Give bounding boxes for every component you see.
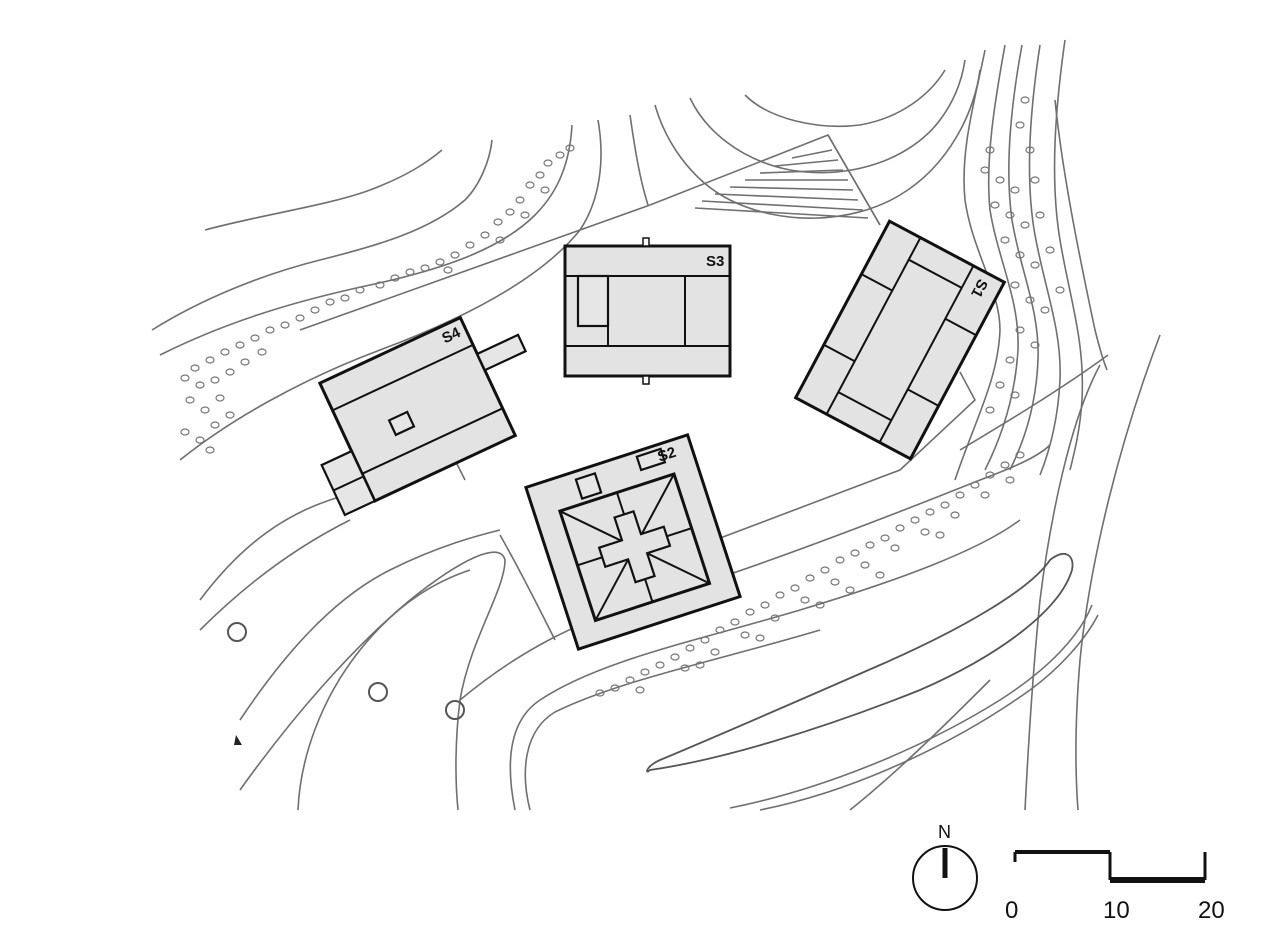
building-s1: S1: [793, 219, 1007, 461]
scale-tick-10: 10: [1103, 897, 1130, 924]
north-arrow: N: [912, 822, 978, 911]
building-label: S3: [706, 253, 724, 270]
tree: [445, 700, 465, 720]
trees: [227, 622, 465, 720]
point-marker: [234, 735, 242, 745]
building-s4: S4: [317, 315, 528, 517]
shrub-band-upper-left: [180, 144, 575, 454]
tree: [368, 682, 388, 702]
building-label: S2: [656, 444, 679, 466]
stairs: [694, 134, 881, 226]
tree: [227, 622, 247, 642]
building-s3: S3: [563, 237, 732, 385]
scale-bar: 0 10 20: [1005, 850, 1225, 924]
building-s2: S2: [524, 433, 742, 651]
building-label: S4: [439, 324, 463, 347]
scale-tick-0: 0: [1005, 897, 1018, 924]
scale-tick-20: 20: [1198, 897, 1225, 924]
shrub-band-lower: [595, 451, 1025, 697]
north-label: N: [938, 822, 951, 842]
terrain-contours: [151, 39, 1161, 811]
shrub-band-right: [980, 96, 1065, 414]
building-label: S1: [967, 276, 991, 300]
